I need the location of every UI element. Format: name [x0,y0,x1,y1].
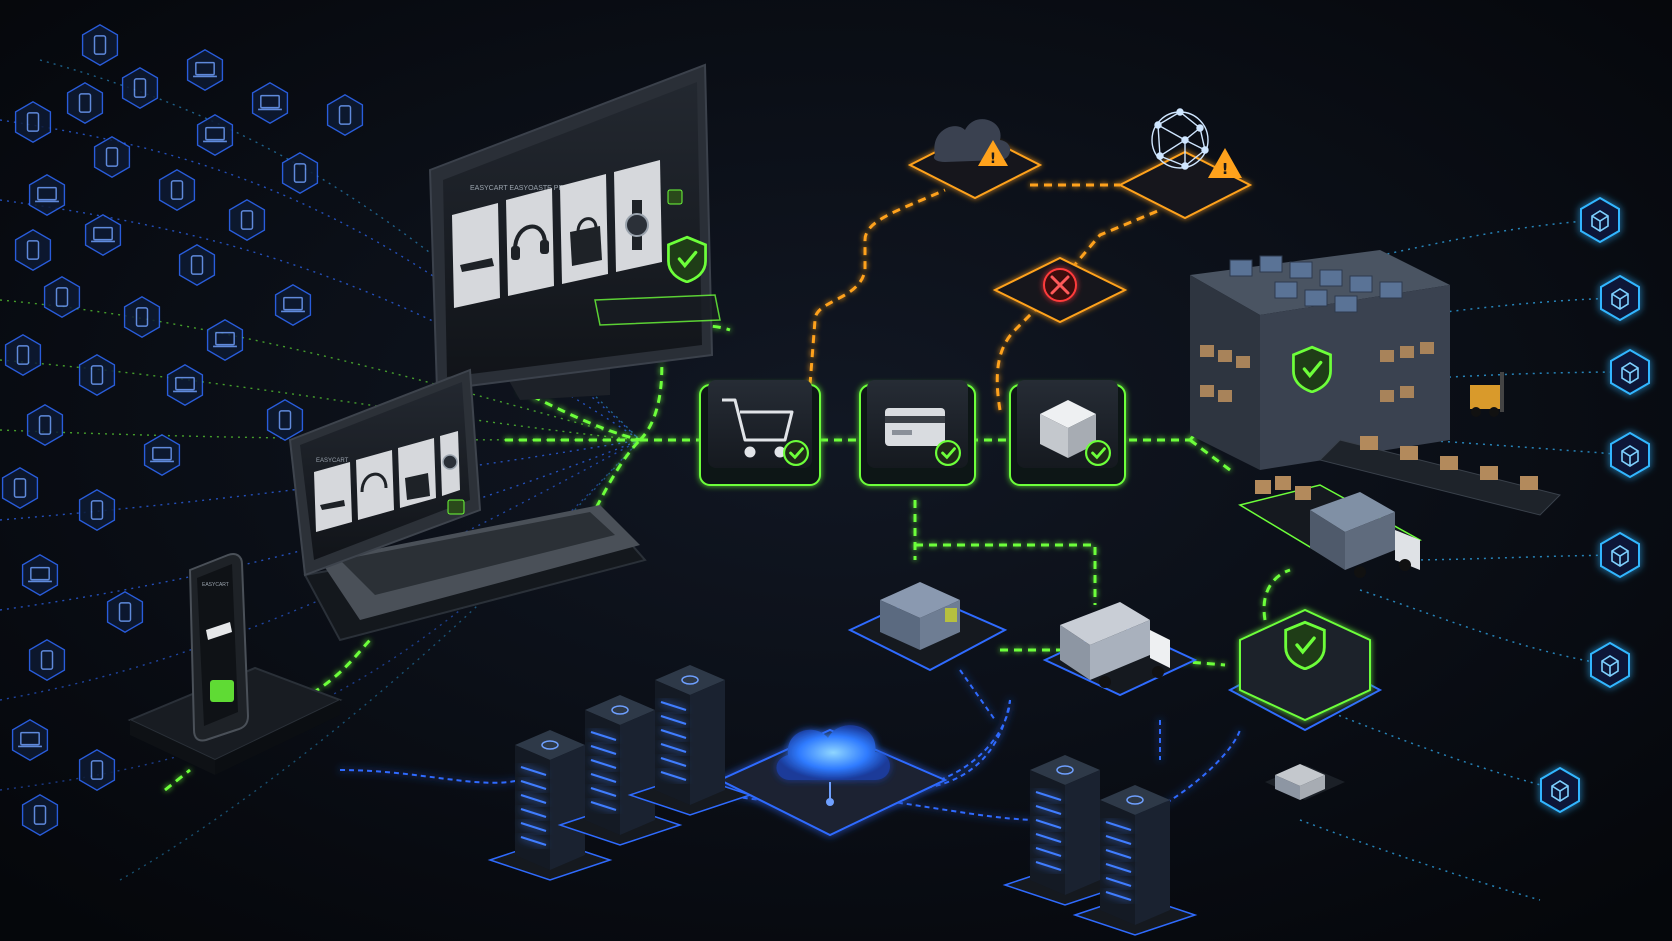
warning-icon [1208,148,1242,178]
payment-node[interactable] [859,380,976,486]
monitor-shield-icon [666,235,708,283]
package-node[interactable] [1009,380,1126,486]
hub-shield-icon [1283,620,1327,670]
cart-check-icon [783,440,809,466]
phone-cart-button[interactable] [210,680,234,702]
credit-card-icon [885,408,945,446]
package-icon [1610,432,1650,478]
svg-text:!: ! [1222,160,1229,178]
smartphone: EASYCART [127,553,343,775]
server-rack[interactable] [557,695,683,846]
server-racks [487,665,1198,936]
dock-truck-icon [1310,492,1420,578]
cloud-service-node[interactable] [717,725,948,837]
warning-icon [978,140,1008,166]
network-warning-node[interactable]: ! [1117,108,1253,220]
phone-brand: EASYCART [202,582,229,588]
desktop-monitor: EASYCART EASYOASTE PROFILE [428,63,721,400]
alert-flow-lines [808,183,1161,411]
laptop: EASYCART [288,368,647,642]
headphones-icon [513,224,547,251]
svg-text:!: ! [990,151,996,167]
warehouse-roof-boxes [1229,255,1403,313]
inventory-node[interactable] [847,582,1008,672]
monitor-product-cards[interactable] [452,160,662,308]
package-icon [1580,197,1620,243]
cloud-icon [776,725,890,780]
pallet-boxes-icon [880,582,960,650]
server-rack[interactable] [1072,785,1198,936]
phone-sneaker-icon [206,622,232,640]
package-check-icon [1085,440,1111,466]
loading-dock [1238,476,1422,578]
monitor-header: EASYCART EASYOASTE PROFILE [470,185,584,192]
alert-nodes: ! ! [907,108,1253,324]
delivery-truck-node[interactable] [1042,602,1198,697]
warehouse [1190,250,1561,516]
package-icon [1610,349,1650,395]
laptop-cart-icon[interactable] [447,499,465,515]
warehouse-shelves [1200,342,1434,402]
small-pallet [1265,764,1345,800]
package-icon [1600,275,1640,321]
monitor-cart-icon[interactable] [667,189,683,205]
handbag-icon [570,226,602,266]
delivery-truck-icon [1060,602,1170,688]
package-icon [1590,642,1630,688]
package-icon [1540,767,1580,813]
secure-hub-node[interactable] [1227,608,1383,732]
server-rack[interactable] [487,730,613,881]
laptop-product-cards[interactable] [314,431,460,532]
checkout-process [699,380,1126,486]
sneaker-icon [460,258,494,272]
package-icon [1600,532,1640,578]
forklift [1470,372,1504,417]
network-globe-icon [1151,108,1209,170]
payment-check-icon [935,440,961,466]
warehouse-shield-icon [1291,345,1333,393]
laptop-brand: EASYCART [316,458,349,464]
cloud-warning-node[interactable]: ! [907,119,1043,200]
laptop-keyboard[interactable] [340,512,615,595]
error-node[interactable] [992,256,1128,324]
conveyor-boxes [1360,436,1538,490]
cart-node[interactable] [699,380,821,486]
server-rack[interactable] [627,665,753,816]
